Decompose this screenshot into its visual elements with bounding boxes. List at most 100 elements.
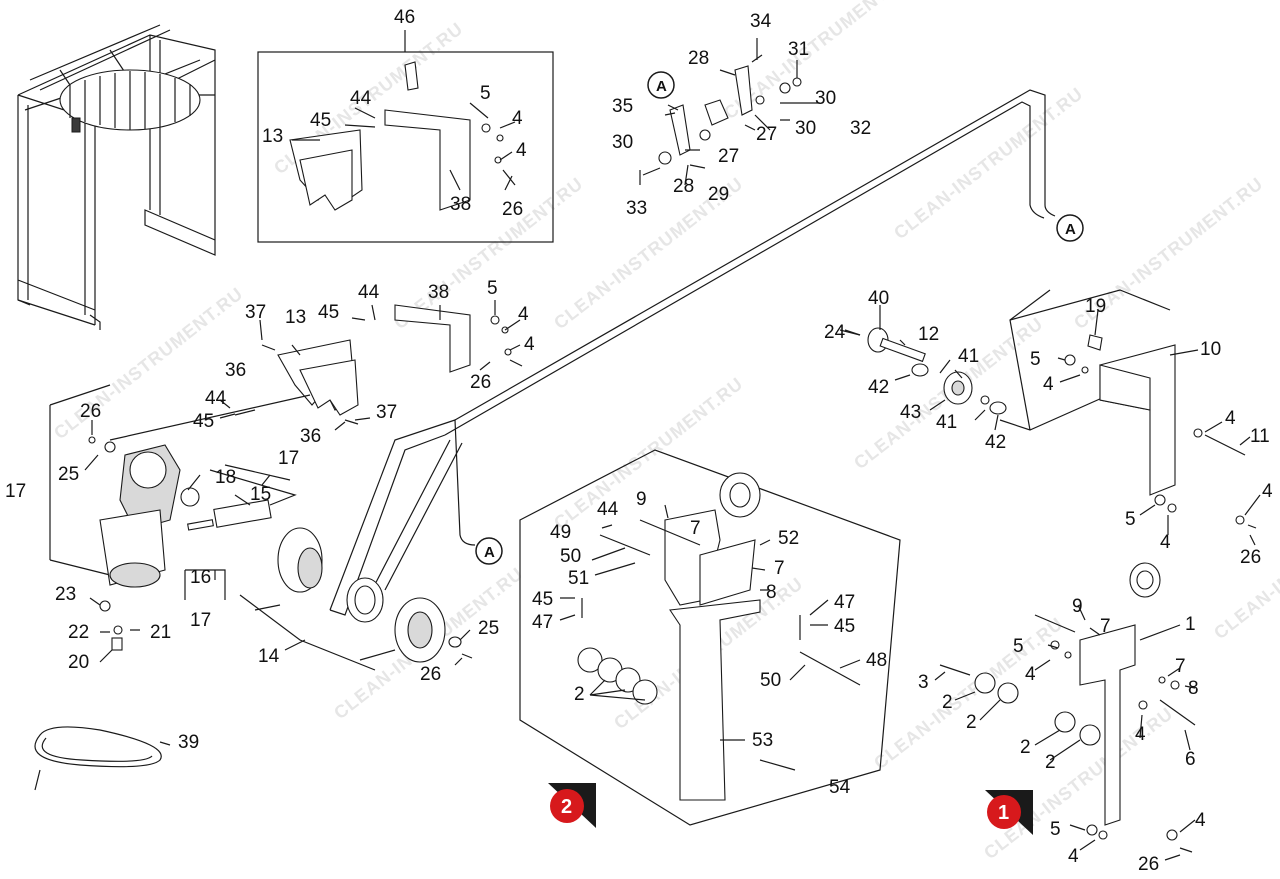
callout-label: 26 <box>1138 854 1159 875</box>
bracket-28-assembly <box>642 54 802 176</box>
callout-label: 4 <box>516 140 527 161</box>
callout-label: 54 <box>829 777 851 798</box>
callout-label: 17 <box>190 610 211 631</box>
callout-label: 32 <box>850 118 871 139</box>
callout-label: 11 <box>1250 426 1270 447</box>
callout-label: 45 <box>318 302 339 323</box>
callout-label: 29 <box>708 184 729 205</box>
watermark: CLEAN-INSTRUMENT.RU <box>890 83 1087 243</box>
callout-label: 19 <box>1085 296 1106 317</box>
callout-label: 5 <box>1050 819 1061 840</box>
callout-label: 4 <box>512 108 523 129</box>
callout-label: 5 <box>1013 636 1024 657</box>
svg-text:A: A <box>1065 221 1076 238</box>
callout-label: 4 <box>524 334 535 355</box>
callout-label: 39 <box>178 732 199 753</box>
bracket-1-assembly <box>939 562 1196 853</box>
center-assembly-box-54 <box>519 449 901 826</box>
callout-label: 47 <box>532 612 553 633</box>
callout-label: 45 <box>193 411 214 432</box>
callout-label: 4 <box>1262 481 1273 502</box>
callout-label: 5 <box>480 83 491 104</box>
callout-label: 36 <box>300 426 321 447</box>
callout-label: 9 <box>1072 596 1083 617</box>
callout-label: 9 <box>636 489 647 510</box>
pulley-shaft-group <box>839 289 1121 431</box>
callout-label: 20 <box>68 652 89 673</box>
callout-label: 8 <box>1188 678 1199 699</box>
callout-label: 17 <box>5 481 26 502</box>
callout-label: 33 <box>626 198 647 219</box>
callout-label: 5 <box>1125 509 1136 530</box>
callout-label: 26 <box>1240 547 1261 568</box>
callout-label: 13 <box>262 126 283 147</box>
callout-label: 4 <box>1025 664 1036 685</box>
callout-label: 6 <box>1185 749 1196 770</box>
callout-label: 38 <box>450 194 471 215</box>
motor-gearbox-assembly <box>49 384 473 671</box>
reference-marks: A A A <box>475 71 1084 565</box>
callout-label: 41 <box>936 412 957 433</box>
section-badge-2: 2 <box>548 783 596 828</box>
callout-label: 34 <box>750 11 772 32</box>
callout-label: 44 <box>597 499 619 520</box>
car-wash-gantry-illustration <box>17 24 216 330</box>
svg-text:1: 1 <box>998 802 1009 824</box>
callout-label: 12 <box>918 324 939 345</box>
callout-label: 4 <box>1195 810 1206 831</box>
callout-label: 18 <box>215 467 236 488</box>
callout-label: 15 <box>250 484 271 505</box>
callout-label: 4 <box>1160 532 1171 553</box>
reference-mark-a: A <box>647 71 675 99</box>
callout-label: 36 <box>225 360 246 381</box>
callout-label: 24 <box>824 322 846 343</box>
part-callouts: 46 44 45 13 5 4 4 38 26 34 31 28 30 35 3… <box>5 7 1273 875</box>
callout-label: 3 <box>918 672 929 693</box>
drive-belt-cable <box>329 89 1056 616</box>
bracket-10-assembly <box>1009 289 1257 529</box>
callout-label: 25 <box>58 464 79 485</box>
callout-label: 43 <box>900 402 921 423</box>
callout-label: 4 <box>518 304 529 325</box>
callout-label: 26 <box>470 372 491 393</box>
callout-label: 27 <box>756 124 777 145</box>
callout-label: 42 <box>868 377 889 398</box>
callout-label: 23 <box>55 584 76 605</box>
callout-label: 52 <box>778 528 799 549</box>
callout-label: 26 <box>502 199 523 220</box>
callout-label: 7 <box>1100 616 1111 637</box>
callout-label: 22 <box>68 622 89 643</box>
callout-label: 7 <box>774 558 785 579</box>
power-cable <box>34 726 162 791</box>
callout-label: 4 <box>1043 374 1054 395</box>
callout-label: 41 <box>958 346 979 367</box>
callout-label: 4 <box>1225 408 1236 429</box>
callout-label: 26 <box>420 664 441 685</box>
callout-label: 30 <box>815 88 836 109</box>
callout-label: 30 <box>612 132 633 153</box>
callout-label: 50 <box>560 546 581 567</box>
callout-label: 51 <box>568 568 589 589</box>
callout-label: 40 <box>868 288 889 309</box>
callout-label: 37 <box>376 402 397 423</box>
callout-label: 44 <box>205 388 227 409</box>
callout-label: 2 <box>942 692 953 713</box>
callout-label: 47 <box>834 592 855 613</box>
callout-label: 50 <box>760 670 781 691</box>
callout-label: 44 <box>350 88 372 109</box>
callout-label: 37 <box>245 302 266 323</box>
callout-label: 4 <box>1135 724 1146 745</box>
callout-label: 49 <box>550 522 571 543</box>
callout-label: 5 <box>487 278 498 299</box>
callout-label: 13 <box>285 307 306 328</box>
leader-lines <box>84 38 1261 861</box>
callout-label: 2 <box>966 712 977 733</box>
callout-label: 10 <box>1200 339 1221 360</box>
svg-text:2: 2 <box>561 796 572 818</box>
callout-label: 45 <box>310 110 331 131</box>
callout-label: 4 <box>1068 846 1079 867</box>
callout-label: 38 <box>428 282 449 303</box>
callout-label: 2 <box>574 684 585 705</box>
reference-mark-a: A <box>1056 214 1084 242</box>
